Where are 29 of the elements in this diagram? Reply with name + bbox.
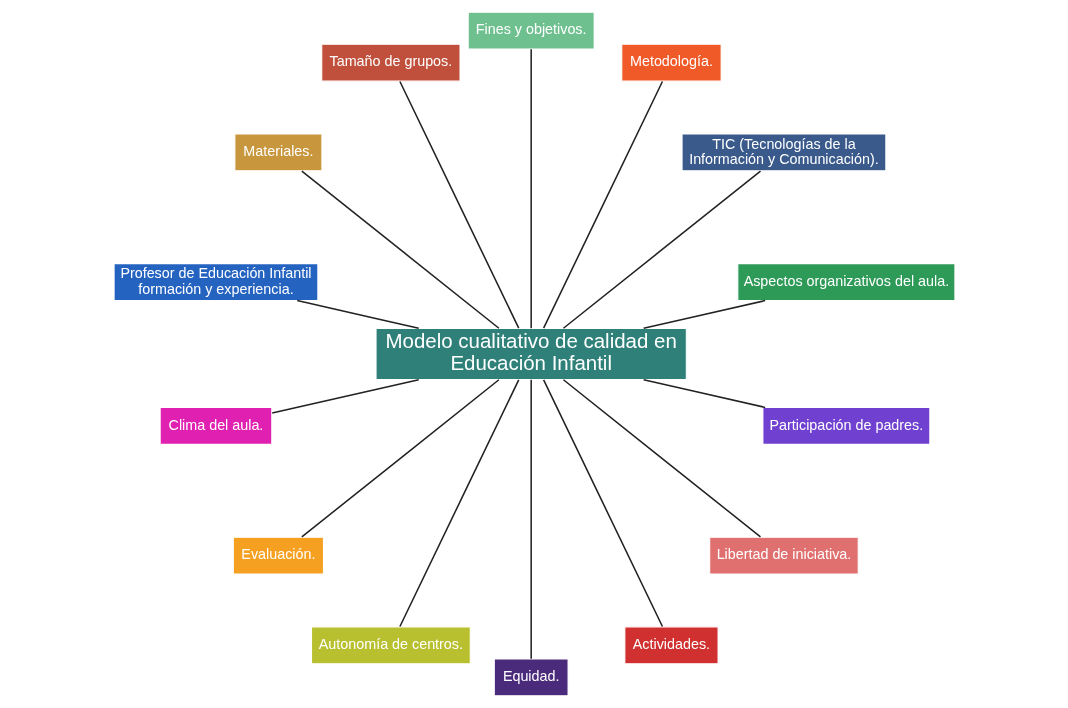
node-box: Materiales. — [233, 133, 322, 172]
node-box: Autonomía de centros. — [310, 626, 471, 665]
connector — [642, 299, 766, 330]
connector — [398, 379, 519, 628]
connector — [542, 379, 663, 628]
connector — [295, 299, 419, 330]
connector — [529, 48, 532, 330]
node-box: Fines y objetivos. — [467, 11, 595, 50]
node-box: Modelo cualitativo de calidad en Educación Infantil — [375, 327, 687, 381]
connector — [529, 378, 532, 660]
node-box: Evaluación. — [232, 536, 324, 575]
connector — [398, 80, 519, 329]
node-box: Profesor de Educación Infantil formación y experiencia. — [113, 263, 318, 301]
connector — [270, 378, 419, 414]
node-box: Libertad de iniciativa. — [708, 536, 859, 575]
node-box: Clima del aula. — [159, 407, 272, 445]
node-box: Equidad. — [493, 658, 569, 697]
node-box: Participación de padres. — [761, 407, 930, 445]
connector — [300, 170, 500, 330]
node-box: Aspectos organizativos del aula. — [736, 263, 955, 301]
connector — [300, 378, 500, 538]
node-box: Actividades. — [623, 626, 719, 665]
connector — [562, 378, 761, 538]
node-box: Tamaño de grupos. — [320, 43, 460, 82]
node-box: Metodología. — [620, 43, 722, 82]
node-box: TIC (Tecnologías de la Información y Comunicación). — [681, 133, 886, 172]
connector — [642, 378, 766, 409]
connector — [542, 80, 663, 329]
connector — [562, 170, 761, 330]
